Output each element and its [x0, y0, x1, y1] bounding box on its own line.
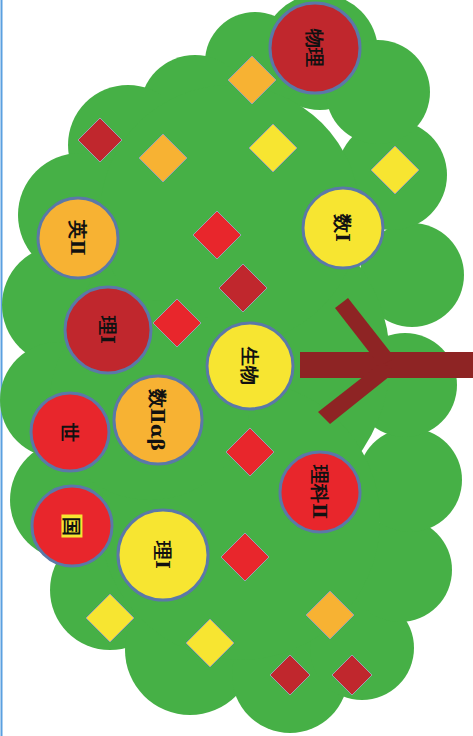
subject-circle: 国: [30, 484, 114, 568]
tree-trunk: [300, 298, 473, 424]
subject-circle: 生物: [205, 321, 295, 411]
subject-label: 国: [62, 515, 83, 538]
diamonds: [78, 56, 419, 695]
subject-circle: 理Ⅰ: [63, 285, 153, 375]
subject-circle: 数Ⅰ: [301, 186, 385, 270]
subject-label: 世: [60, 423, 81, 442]
subject-circle: 理科Ⅱ: [278, 450, 362, 534]
subject-circle: 物理: [268, 1, 362, 95]
subject-circle: 英Ⅱ: [36, 196, 120, 280]
subject-label: 理Ⅰ: [153, 541, 174, 569]
subject-label: 数Ⅱαβ: [148, 389, 169, 451]
subject-circle: 世: [29, 391, 111, 473]
subject-label: 英Ⅱ: [68, 220, 89, 255]
subject-label: 物理: [305, 29, 326, 67]
subject-label: 数Ⅰ: [333, 214, 354, 242]
subject-label: 生物: [240, 347, 261, 385]
border-line: [1, 0, 3, 736]
subject-label: 理科Ⅱ: [310, 465, 331, 519]
subject-circle: 理Ⅰ: [116, 508, 210, 602]
subject-label: 理Ⅰ: [98, 316, 119, 344]
subject-circle: 数Ⅱαβ: [112, 374, 204, 466]
